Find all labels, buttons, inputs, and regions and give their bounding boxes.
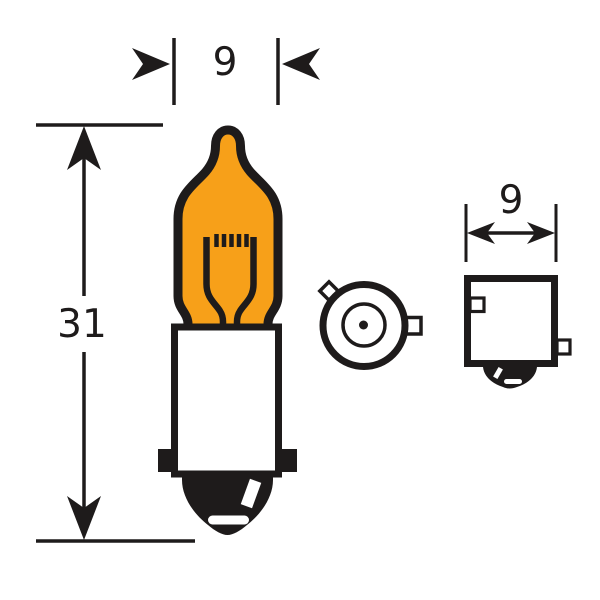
dim-base-width: 9 xyxy=(464,178,558,262)
filament-post-right xyxy=(233,237,257,326)
bayonet-pin-side xyxy=(555,338,572,356)
bulb-glass xyxy=(173,125,283,336)
dim-overall-length: 31 xyxy=(36,123,195,543)
dim-glass-width: 9 xyxy=(132,38,320,105)
dome-highlight xyxy=(240,478,262,509)
center-contact-dot xyxy=(359,320,368,330)
dim-base-width-label: 9 xyxy=(499,178,524,223)
base-side-view: 9 xyxy=(464,178,572,389)
filament-post-left xyxy=(203,237,227,326)
arrowhead-left-icon xyxy=(282,48,320,80)
arrowhead-right-icon xyxy=(527,222,555,244)
dome-highlight-lower xyxy=(208,515,249,525)
bulb-side-view xyxy=(158,125,297,535)
bayonet-pin-front xyxy=(468,296,486,314)
bayonet-pin-left xyxy=(158,449,173,472)
dim-overall-length-label: 31 xyxy=(57,302,107,347)
bottom-contact-dome-small xyxy=(483,367,537,389)
arrowhead-right-icon xyxy=(132,48,170,80)
arrowhead-down-icon xyxy=(67,496,101,540)
arrowhead-left-icon xyxy=(467,222,495,244)
bayonet-base xyxy=(171,323,282,478)
arrowhead-up-icon xyxy=(67,126,101,170)
dome-highlight xyxy=(493,366,503,380)
bulb-top-view xyxy=(317,279,423,370)
base-body xyxy=(464,275,558,367)
dome-highlight-lower xyxy=(504,379,522,384)
bayonet-pin-right xyxy=(280,449,297,472)
dim-glass-width-label: 9 xyxy=(213,40,238,85)
